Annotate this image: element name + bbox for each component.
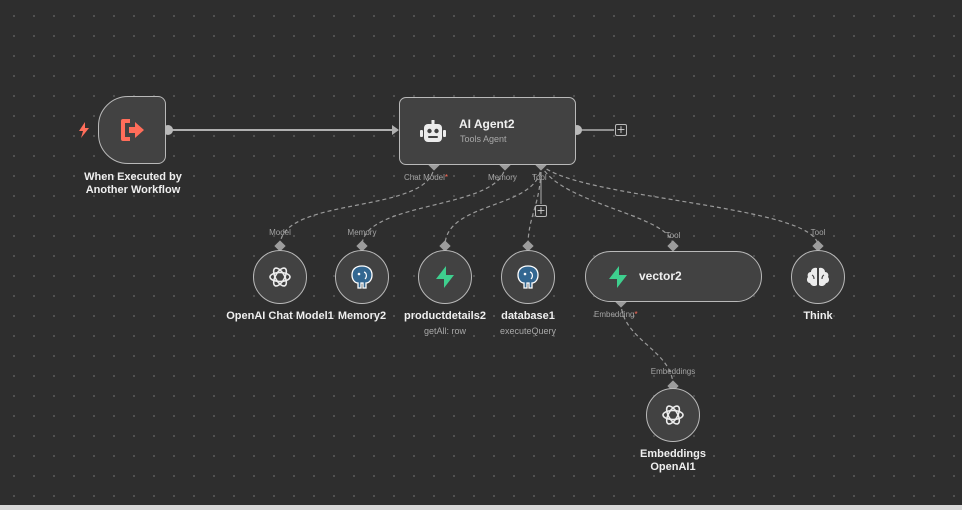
model-input-label: Model [269, 228, 291, 237]
chat-model-connection[interactable] [279, 164, 435, 247]
database-subtitle: executeQuery [499, 326, 557, 336]
required-mark: * [634, 310, 638, 319]
tool-input-port[interactable] [439, 240, 451, 252]
embedding-port-label: Embedding* [594, 310, 638, 319]
database-node[interactable] [501, 250, 555, 304]
tool-input-port[interactable] [667, 240, 679, 252]
tool-connection-vector[interactable] [540, 164, 674, 247]
vector-tool-input-label: Tool [665, 231, 681, 240]
memory-input-label: Memory [347, 228, 377, 237]
chat-model-port-label: Chat Model* [404, 173, 448, 182]
model-input-port[interactable] [274, 240, 286, 252]
openai-chat-model-node[interactable] [253, 250, 307, 304]
chat-model-port-text: Chat Model [404, 173, 445, 182]
bottom-edge-bar [0, 505, 962, 510]
embeddings-node[interactable] [646, 388, 700, 442]
trigger-bolt-icon [79, 122, 89, 138]
trigger-label-line1: When Executed by [84, 171, 182, 183]
required-mark: * [444, 173, 449, 182]
memory-node[interactable] [335, 250, 389, 304]
embeddings-label-line1: Embeddings [639, 448, 706, 460]
openai-icon [662, 405, 684, 425]
openai-icon [269, 267, 291, 287]
embeddings-input-label: Embeddings [650, 367, 696, 376]
connection-arrow [392, 125, 399, 135]
supabase-bolt-icon [436, 266, 454, 288]
brain-icon [806, 267, 830, 287]
think-node[interactable] [791, 250, 845, 304]
tool-connection-productdetails[interactable] [444, 164, 542, 247]
tool-port-label: Tool [532, 173, 547, 182]
memory-connection[interactable] [361, 164, 506, 247]
memory-label: Memory2 [337, 310, 387, 322]
database-label: database1 [501, 310, 555, 322]
memory-input-port[interactable] [356, 240, 368, 252]
supabase-bolt-icon [609, 266, 627, 288]
embeddings-label: Embeddings OpenAI1 [628, 448, 718, 474]
robot-icon [420, 120, 446, 142]
trigger-label: When Executed by Another Workflow [68, 171, 198, 197]
openai-chat-model-label: OpenAI Chat Model1 [226, 310, 334, 322]
embedding-connection[interactable] [620, 301, 674, 387]
add-next-node-button[interactable]: + [615, 123, 627, 136]
productdetails-label: productdetails2 [404, 310, 486, 322]
agent-title: AI Agent2 [459, 117, 515, 131]
postgres-elephant-icon [351, 265, 373, 289]
tool-input-port[interactable] [522, 240, 534, 252]
memory-port-label: Memory [488, 173, 517, 182]
productdetails-node[interactable] [418, 250, 472, 304]
embedding-port-text: Embedding [594, 310, 635, 319]
think-tool-input-label: Tool [810, 228, 826, 237]
tool-input-port[interactable] [812, 240, 824, 252]
embeddings-label-line2: OpenAI1 [650, 461, 696, 473]
postgres-elephant-icon [517, 265, 539, 289]
trigger-label-line2: Another Workflow [85, 184, 181, 196]
trigger-node[interactable] [98, 96, 166, 164]
agent-subtitle: Tools Agent [460, 134, 507, 144]
tool-connection-think[interactable] [540, 164, 819, 247]
vector-label: vector2 [639, 269, 682, 283]
think-label: Think [803, 310, 833, 322]
add-tool-button[interactable]: + [535, 204, 547, 217]
sign-in-arrow-icon [121, 119, 144, 141]
productdetails-subtitle: getAll: row [423, 326, 467, 336]
